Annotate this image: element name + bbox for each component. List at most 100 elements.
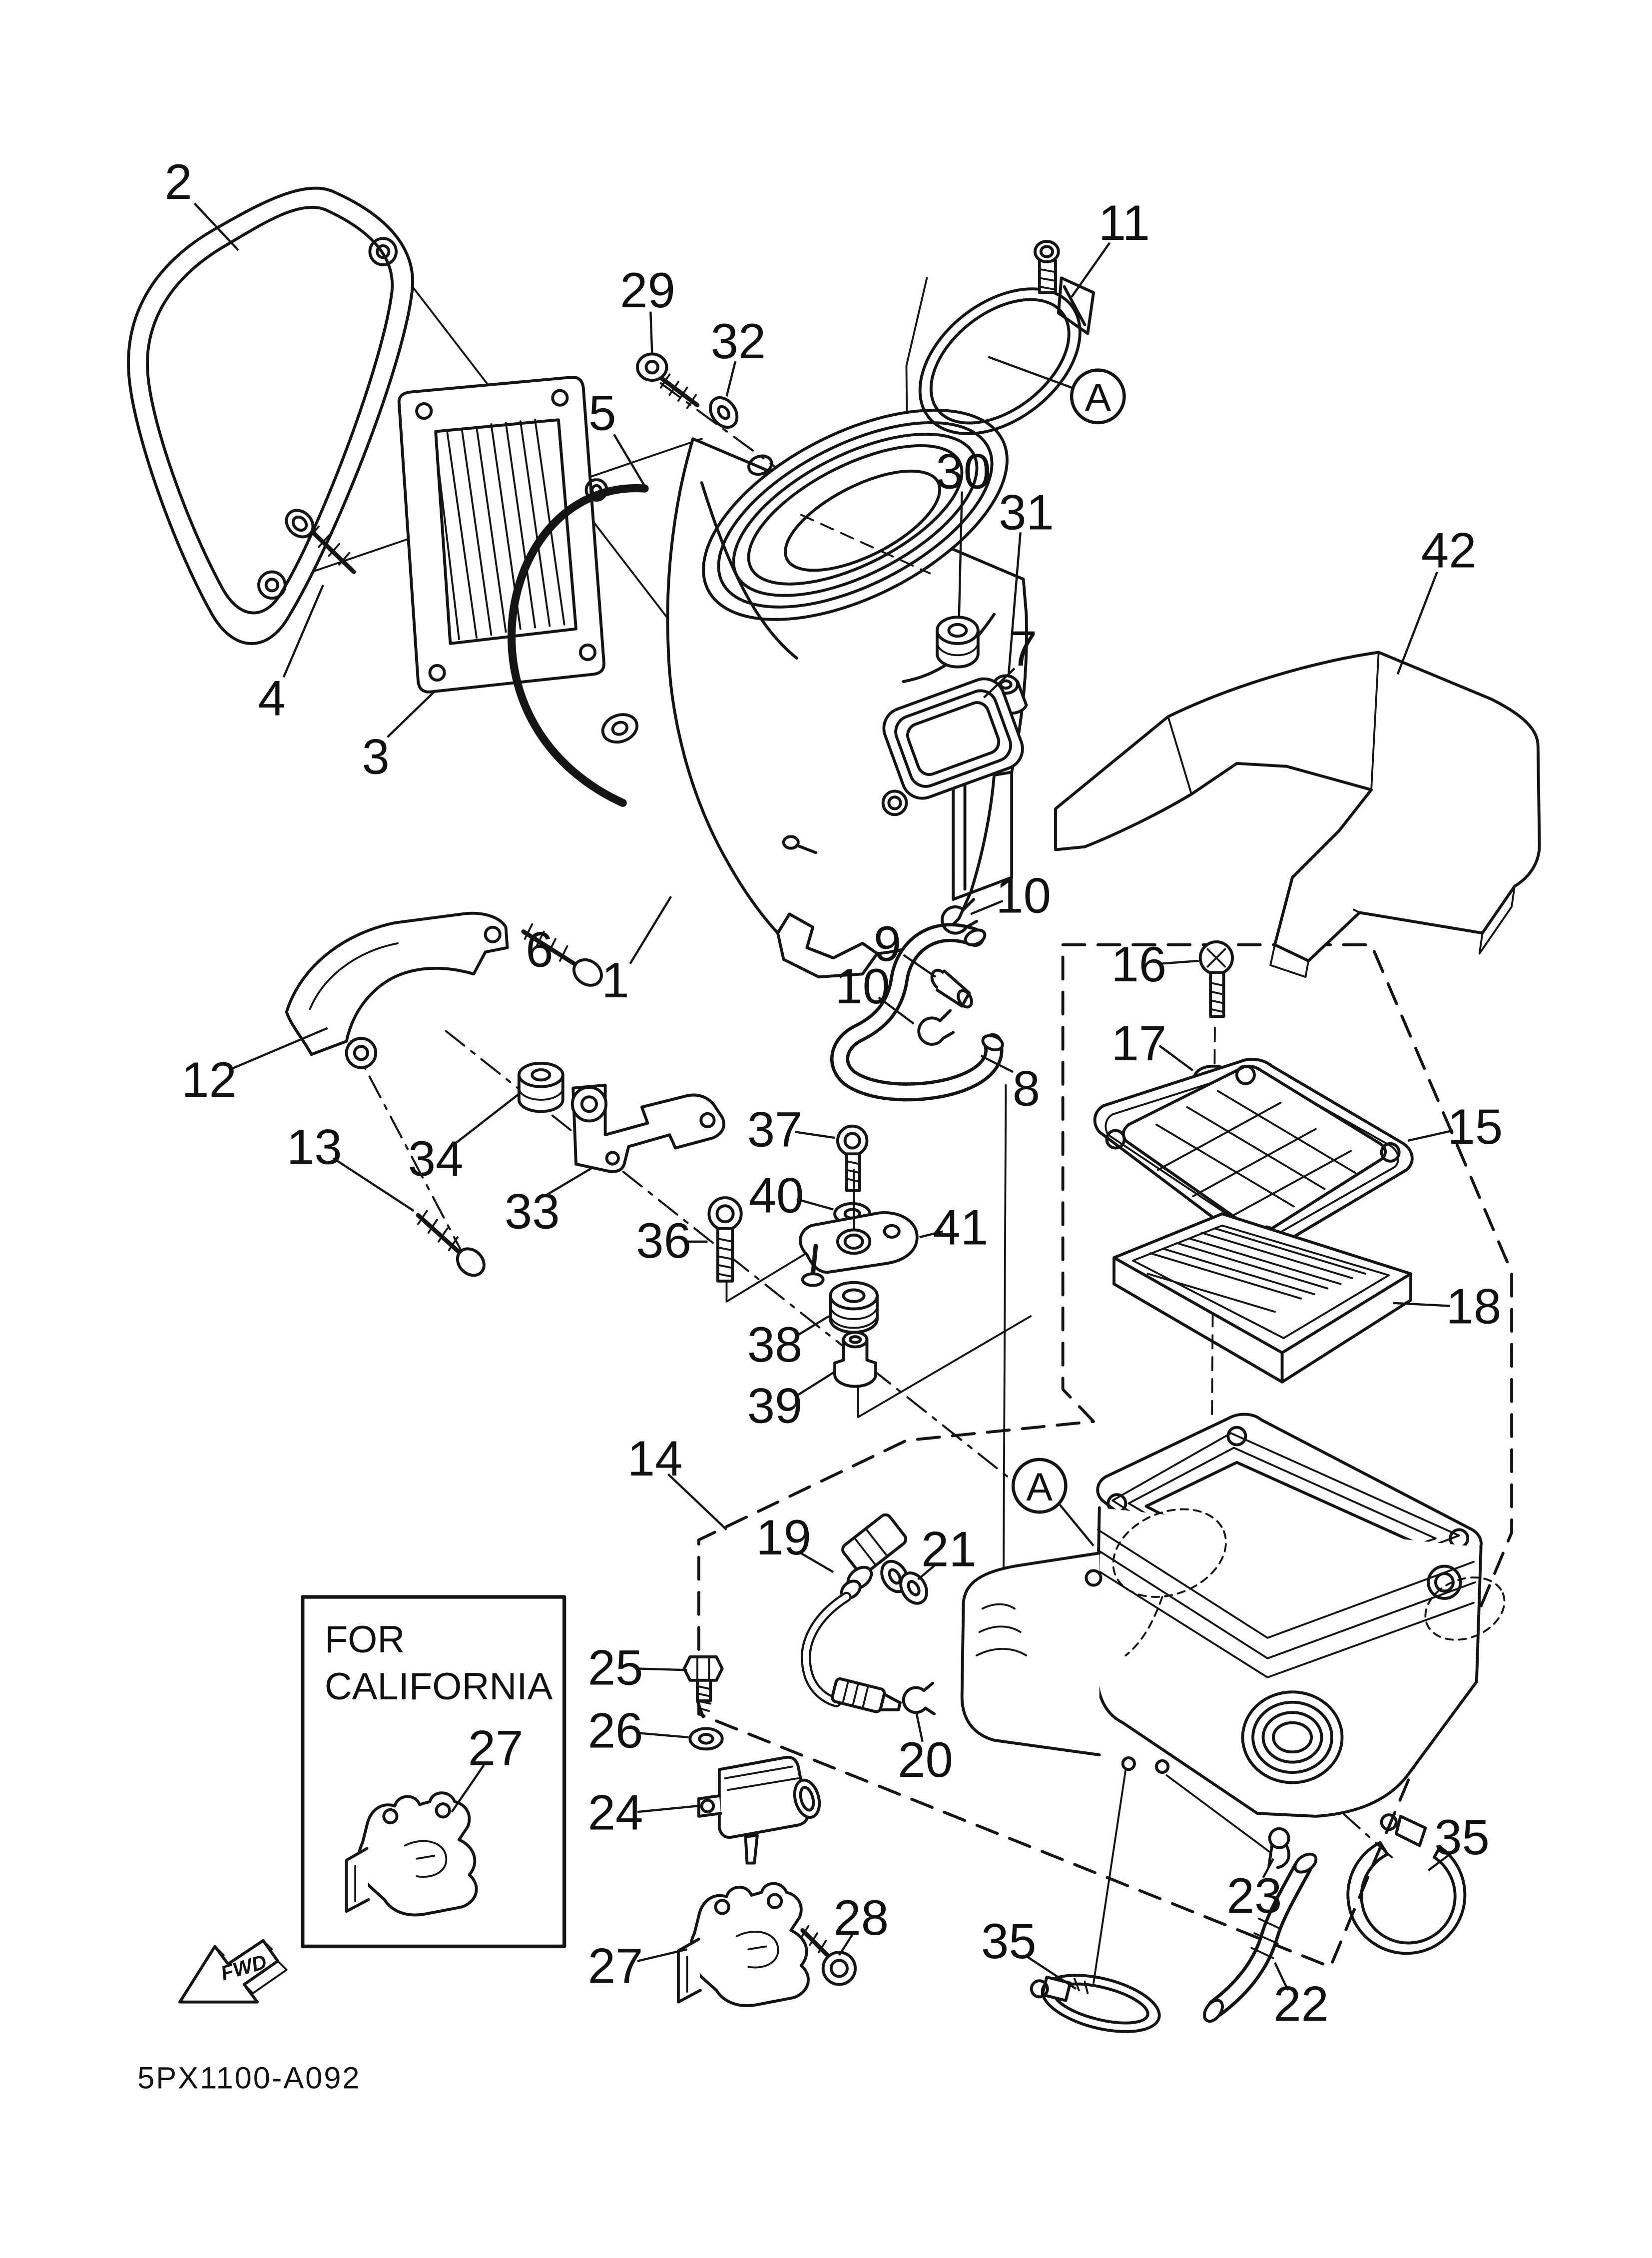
callout-31: 31 xyxy=(999,485,1054,541)
part-41-bracket-plate xyxy=(799,1169,919,1287)
callout-32: 32 xyxy=(711,314,766,369)
part-12-bracket-arm xyxy=(285,911,509,1069)
callout-16: 16 xyxy=(1111,937,1166,992)
callout-leader-23 xyxy=(1262,1858,1274,1878)
part-13-screw xyxy=(416,1210,486,1277)
callout-2: 2 xyxy=(164,154,192,210)
part-20-clip xyxy=(902,1681,936,1716)
callout-42: 42 xyxy=(1421,523,1477,579)
part-5-seal xyxy=(508,484,649,807)
california-note-box: FOR CALIFORNIA xyxy=(301,1595,566,1949)
callout-leader-4 xyxy=(282,584,324,678)
callout-leader-19 xyxy=(797,1550,834,1573)
callout-leader-21 xyxy=(917,1562,938,1580)
callout-leader-39 xyxy=(794,1371,836,1398)
callout-24: 24 xyxy=(588,1785,643,1840)
callout-leader-10 xyxy=(878,996,915,1025)
callout-14: 14 xyxy=(627,1431,683,1487)
part-29-bolt xyxy=(636,352,700,409)
part-19-sensor-lead xyxy=(800,1513,908,1713)
callout-26: 26 xyxy=(588,1703,643,1758)
callout-leader-7 xyxy=(983,668,1016,699)
callout-18: 18 xyxy=(1446,1279,1502,1335)
callout-7: 7 xyxy=(1010,621,1037,677)
detail-marker-leader-1 xyxy=(1059,1504,1095,1546)
part-22-drain-hose xyxy=(1203,1852,1318,2023)
california-note-line2: CALIFORNIA xyxy=(325,1665,553,1708)
callout-leader-18 xyxy=(1393,1302,1451,1307)
callout-4: 4 xyxy=(258,671,286,726)
callout-leader-31 xyxy=(1008,532,1022,673)
callout-11: 11 xyxy=(1099,195,1150,251)
callout-5: 5 xyxy=(588,386,616,441)
callout-23: 23 xyxy=(1227,1868,1282,1924)
detail-marker-label-1: A xyxy=(1026,1465,1053,1509)
callout-13: 13 xyxy=(287,1120,342,1175)
part-10-clip-upper xyxy=(941,898,978,935)
callout-38: 38 xyxy=(747,1317,803,1373)
callout-leader-32 xyxy=(725,361,737,397)
callout-35: 35 xyxy=(981,1914,1037,1969)
callout-leader-3 xyxy=(387,691,435,738)
callout-leader-30 xyxy=(958,491,963,618)
part-1-air-duct-joint xyxy=(601,408,1028,979)
callout-1: 1 xyxy=(601,953,629,1008)
callout-35: 35 xyxy=(1434,1810,1490,1865)
part-4-screw xyxy=(285,509,356,574)
callout-leader-27 xyxy=(451,1764,485,1813)
drawing-code: 5PX1100-A092 xyxy=(137,2061,361,2095)
part-25-bolt xyxy=(682,1655,724,1718)
part-30-grommet xyxy=(935,616,980,669)
callout-leader-34 xyxy=(452,1093,520,1146)
callout-22: 22 xyxy=(1273,1977,1329,2032)
callout-leader-16 xyxy=(1159,959,1199,965)
detail-marker-circle-0 xyxy=(1070,368,1126,425)
callout-leader-13 xyxy=(333,1157,415,1212)
sub-assembly-dashed-boundary xyxy=(697,943,1513,1969)
part-28-bolt xyxy=(800,1925,857,1986)
callout-21: 21 xyxy=(921,1522,977,1577)
callout-leader-11 xyxy=(1071,242,1111,298)
callout-leader-15 xyxy=(1407,1129,1454,1142)
callout-19: 19 xyxy=(756,1510,811,1565)
detail-marker-layer: AA xyxy=(988,356,1126,1546)
callout-30: 30 xyxy=(936,444,991,500)
callout-9: 9 xyxy=(874,916,901,972)
callout-6: 6 xyxy=(526,922,553,978)
callout-17: 17 xyxy=(1111,1016,1166,1071)
callout-41: 41 xyxy=(933,1200,988,1256)
callout-leader-10 xyxy=(970,899,1004,915)
part-23-clip xyxy=(1267,1827,1290,1869)
callout-leader-1 xyxy=(629,896,672,964)
callout-leader-20 xyxy=(915,1713,924,1742)
part-10-clip-lower xyxy=(917,1009,955,1046)
part-6-screw xyxy=(521,923,603,987)
callout-10: 10 xyxy=(835,959,890,1014)
callout-leader-41 xyxy=(919,1230,944,1239)
callout-25: 25 xyxy=(588,1640,643,1696)
part-7-boss xyxy=(881,789,908,816)
part-21-grommets xyxy=(880,1559,928,1605)
california-note-line1: FOR xyxy=(325,1618,405,1661)
part-11-clamp xyxy=(918,240,1095,435)
part-33-bracket xyxy=(570,1083,725,1173)
callout-leader-29 xyxy=(649,311,653,353)
callout-28: 28 xyxy=(833,1890,889,1946)
callout-39: 39 xyxy=(747,1379,803,1434)
callout-leader-28 xyxy=(838,1934,854,1956)
callout-leader-35 xyxy=(1024,1954,1077,1990)
part-36-bolt xyxy=(707,1196,743,1283)
callout-33: 33 xyxy=(505,1184,560,1240)
callout-leader-22 xyxy=(1273,1962,1289,1991)
part-35-clamp-right xyxy=(1346,1813,1467,1955)
detail-marker-leader-0 xyxy=(988,356,1072,389)
callout-34: 34 xyxy=(408,1131,464,1187)
part-3-screen-plate xyxy=(397,376,608,694)
part-14-cleaner-case xyxy=(960,1413,1506,1818)
callout-20: 20 xyxy=(898,1732,953,1788)
part-7-duct-seal xyxy=(882,677,1024,800)
callout-8: 8 xyxy=(1013,1061,1040,1117)
callout-10: 10 xyxy=(996,868,1051,923)
callout-leader-5 xyxy=(613,434,647,489)
